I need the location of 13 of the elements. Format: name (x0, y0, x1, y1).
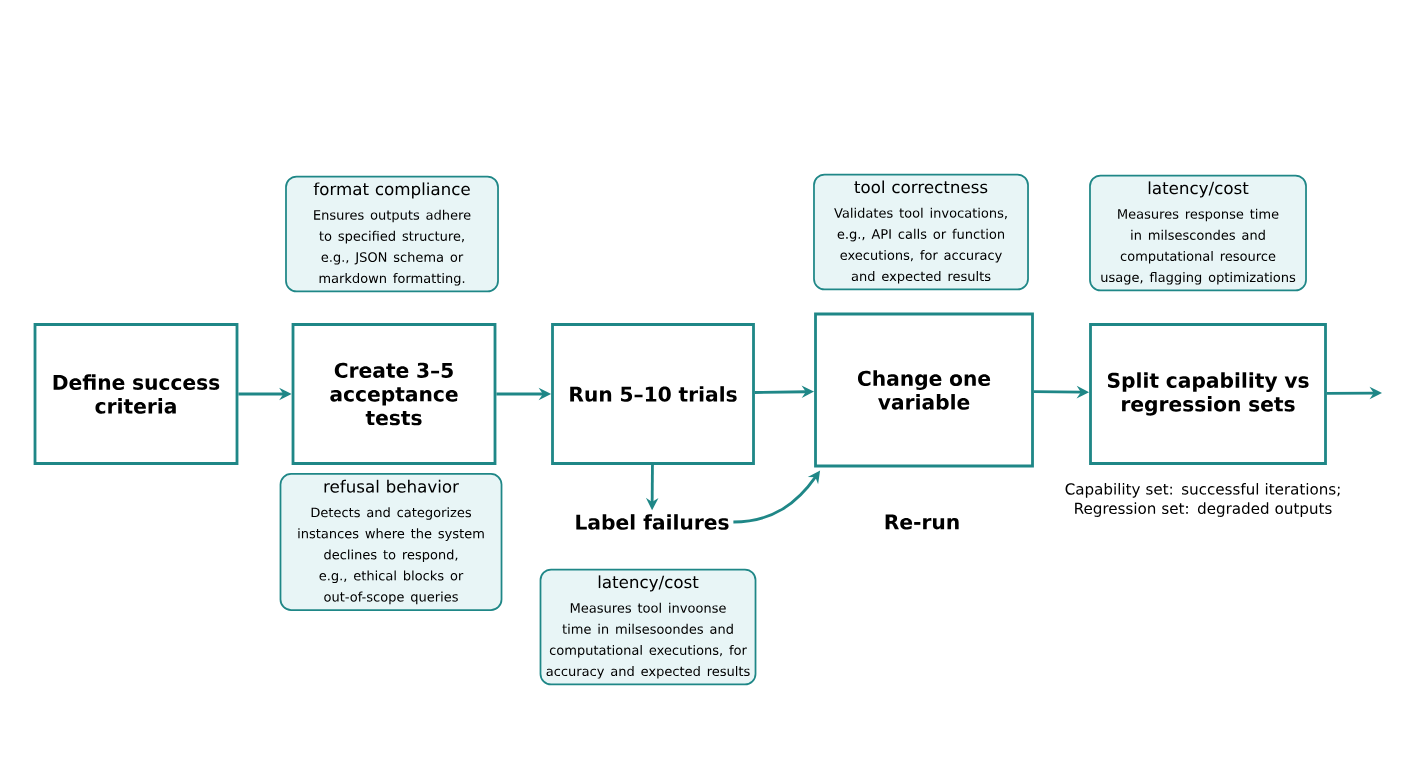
info-card: tool correctness Validates tool invocations, e.g., API calls or function executions, for accuracy and expected results (813, 173, 1029, 291)
step-text: Label failures (576, 514, 729, 530)
info-card: latency/cost Measures response time in milsescondes and computational resource usage, flagging optimizations (1089, 174, 1307, 292)
info-card: latency/cost Measures tool invoonse time in milsesoondes and computational executions, for accuracy and expected results (539, 568, 757, 686)
process-box: Run 5–10 trials (551, 323, 755, 465)
info-card: format compliance Ensures outputs adhere to specified structure, e.g., JSON schema or markdown formatting. (285, 175, 499, 293)
process-box: Split capability vs regression sets (1089, 323, 1327, 465)
process-box: Create 3–5 acceptance tests (291, 323, 497, 465)
process-box: Change one variable (814, 312, 1034, 468)
process-box: Define success criteria (33, 323, 239, 465)
step-text: Re-run (885, 514, 959, 530)
note-text: Capability set: successful iterations; Regression set: degraded outputs (1065, 483, 1340, 517)
info-card: refusal behavior Detects and categorizes instances where the system declines to respond, e.g., ethical blocks or out-of-scope queries (279, 473, 503, 611)
